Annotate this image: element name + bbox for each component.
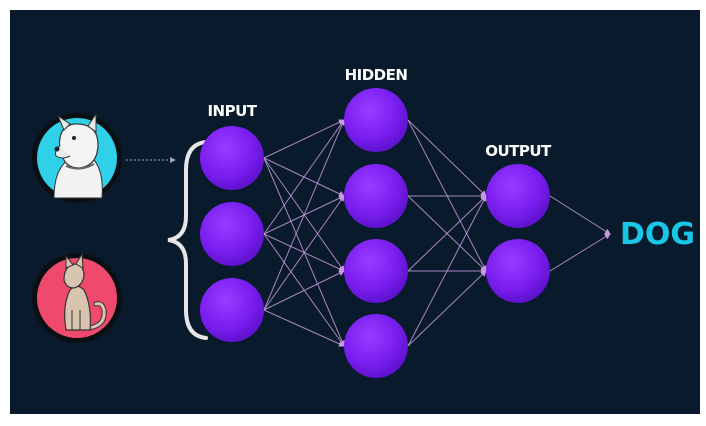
result-label: DOG [620,217,695,252]
neural-network-diagram: INPUT HIDDEN OUTPUT DOG [32,66,695,378]
input-node [200,202,264,266]
hidden-node [344,164,408,228]
nodes [200,88,550,378]
connection-line [407,195,487,272]
connection-line [263,270,345,311]
connections [263,119,611,347]
connection-line [263,119,345,311]
connection-line [263,119,345,159]
hidden-label: HIDDEN [345,66,408,84]
dog-image [32,112,122,203]
dog-icon [53,112,103,199]
connection-line [407,195,487,347]
connection-line [263,195,345,311]
connection-line [263,309,345,347]
output-label: OUTPUT [485,142,552,160]
hidden-node [344,239,408,303]
connection-line [407,119,487,197]
diagram-frame: INPUT HIDDEN OUTPUT DOG [10,10,700,414]
output-node [486,239,550,303]
input-arrow-head [170,157,176,163]
output-connection-line [549,195,611,235]
hidden-node [344,88,408,152]
input-bracket [167,140,208,340]
input-label: INPUT [207,102,257,120]
output-connection-line [549,233,611,272]
cat-image [32,252,122,343]
connection-line [263,119,345,235]
input-node [200,126,264,190]
hidden-node [344,314,408,378]
cat-icon [63,252,107,331]
input-node [200,278,264,342]
connection-line [407,270,487,347]
output-node [486,164,550,228]
